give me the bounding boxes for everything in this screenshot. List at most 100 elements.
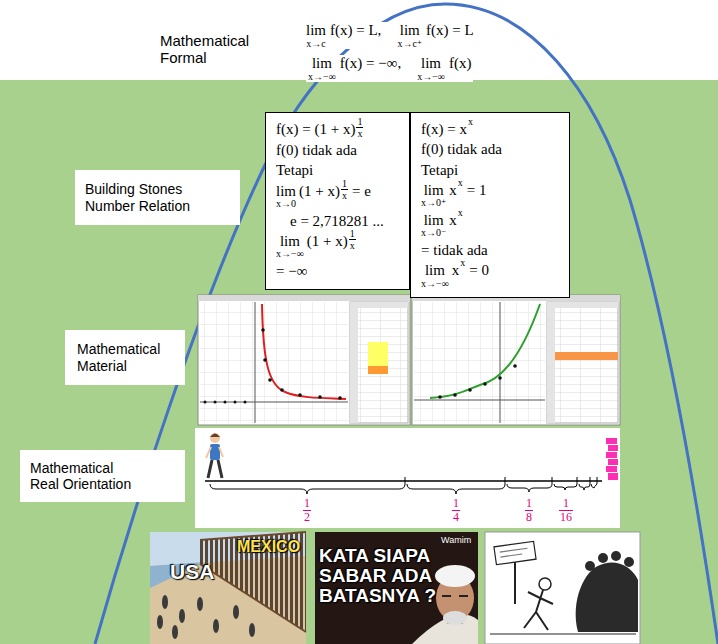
- fraction: 116: [559, 497, 573, 524]
- walker-legs: [208, 460, 222, 478]
- text-line: = tidak ada: [421, 242, 559, 259]
- fraction-denominator: 8: [525, 510, 533, 524]
- photo-caption: USA: [170, 560, 214, 584]
- photo-caption: MEXICO: [237, 538, 300, 556]
- highlight-cells: [368, 366, 388, 374]
- graph-points: [438, 364, 517, 399]
- limit-subscript: x→−∞: [421, 279, 449, 290]
- graph-curve: [262, 304, 346, 399]
- formula-text: = tidak ada: [421, 242, 488, 259]
- limit-group: limx→−∞: [417, 55, 445, 82]
- walker-body: [210, 444, 220, 460]
- limit-operator: lim: [312, 55, 332, 72]
- text-line: limx→0⁻xx: [421, 212, 559, 239]
- text-line: KATA SIAPA SABAR ADA BATASNYA ?: [319, 546, 445, 606]
- limit-group: limx→−∞: [308, 55, 336, 82]
- formula-text: = −∞: [276, 263, 307, 280]
- text-line: Mathematical Material: [77, 341, 173, 373]
- spreadsheet-header: [350, 302, 408, 308]
- text-line: 14: [452, 497, 460, 524]
- screenshot-frame: [412, 295, 620, 425]
- formula-text: = e: [352, 183, 371, 200]
- text-line: 116: [559, 497, 573, 524]
- formula-text: f(x) = L: [426, 22, 474, 39]
- formula-text: f(x): [449, 55, 472, 72]
- number-line: [205, 480, 602, 481]
- watermark: Wamim: [441, 535, 471, 545]
- formal-formula: limx→−∞f(x) = −∞,limx→−∞f(x): [306, 55, 473, 82]
- fraction-numerator: 1: [562, 497, 570, 510]
- border-photo: [150, 532, 306, 644]
- text-line: e = 2,718281 ...: [276, 213, 399, 230]
- fraction: 1x: [349, 228, 356, 251]
- limit-operator: lim: [425, 262, 445, 279]
- graph-grid: [200, 302, 348, 423]
- formula-text: f(x) = L,: [330, 22, 381, 39]
- ground-line: [490, 634, 636, 635]
- fraction-denominator: 2: [303, 510, 311, 524]
- formula-text: f(x) = x: [421, 121, 467, 138]
- spreadsheet-header: [547, 302, 618, 308]
- limit-subscript: x→0⁻: [421, 228, 446, 239]
- text-line: Mathematical Real Orientation: [30, 460, 175, 492]
- formula-text: Tetapi: [421, 162, 458, 179]
- fraction-numerator: 1: [303, 497, 311, 510]
- runner-body: [524, 590, 553, 630]
- tick-marks: [405, 477, 597, 484]
- limit-group: limx→c: [306, 22, 326, 49]
- sky: [150, 532, 306, 644]
- limit-subscript: x→c⁺: [397, 39, 422, 50]
- dark-ground: [315, 532, 478, 644]
- formula-text: f(0) tidak ada: [276, 142, 357, 159]
- text-line: limx→−∞xx= 0: [421, 262, 559, 289]
- superscript: x: [460, 258, 465, 268]
- spreadsheet: [547, 302, 618, 423]
- text-line: 18: [525, 497, 533, 524]
- formula-text: (1 + x): [299, 183, 340, 200]
- limit-group: limx→c⁺: [397, 22, 422, 49]
- fraction-numerator: 1: [452, 497, 460, 510]
- text-line: limx→0⁺xx= 1: [421, 182, 559, 209]
- man-cap: [435, 565, 475, 587]
- text-line: = −∞: [276, 263, 399, 280]
- limit-subscript: x→0⁺: [421, 198, 446, 209]
- text-line: Tetapi: [421, 162, 559, 179]
- formula-box: f(x) = xxf(0) tidak adaTetapilimx→0⁺xx= …: [410, 112, 570, 298]
- spreadsheet: [350, 302, 408, 423]
- sign-board: [494, 541, 536, 564]
- text-line: f(0) tidak ada: [421, 141, 559, 158]
- formula-text: x: [452, 262, 460, 279]
- fence-rail: [200, 564, 306, 632]
- formula-text: Tetapi: [276, 162, 313, 179]
- fraction-numerator: 1: [341, 178, 348, 189]
- formula-text: e = 2,718281 ...: [290, 213, 384, 230]
- fraction-numerator: 1: [356, 116, 363, 127]
- text-line: USA: [170, 560, 214, 584]
- graph-axis: [200, 402, 348, 403]
- level-title: Mathematical Material: [77, 341, 172, 373]
- screenshot-titlebar: [198, 295, 410, 301]
- text-line: f(x) = (1 + x)1x: [276, 121, 399, 139]
- formal-formula: limx→cf(x) = L,limx→c⁺f(x) = L: [304, 22, 476, 49]
- limit-subscript: x→−∞: [276, 249, 304, 260]
- fraction-denominator: x: [356, 127, 363, 139]
- text-line: Mathematical Formal: [160, 32, 262, 67]
- limit-operator: lim: [306, 22, 326, 39]
- graph-curve: [430, 304, 540, 398]
- formula-text: KATA SIAPA SABAR ADA BATASNYA ?: [319, 546, 445, 606]
- level-label: Mathematical Formal: [150, 26, 272, 72]
- runner-head: [539, 578, 551, 590]
- graph-axis: [414, 400, 545, 401]
- level-title: Mathematical Real Orientation: [30, 460, 138, 492]
- border-fence: [200, 532, 306, 632]
- superscript: x: [458, 208, 463, 218]
- text-line: Building Stones Number Relation: [85, 181, 230, 213]
- highlight-cells: [368, 342, 388, 366]
- screenshot-frame: [198, 295, 410, 425]
- text-line: f(x) = xx: [421, 121, 559, 138]
- fraction: 1x: [341, 178, 348, 201]
- fraction-numerator: 1: [525, 497, 533, 510]
- graph-axis: [500, 302, 501, 423]
